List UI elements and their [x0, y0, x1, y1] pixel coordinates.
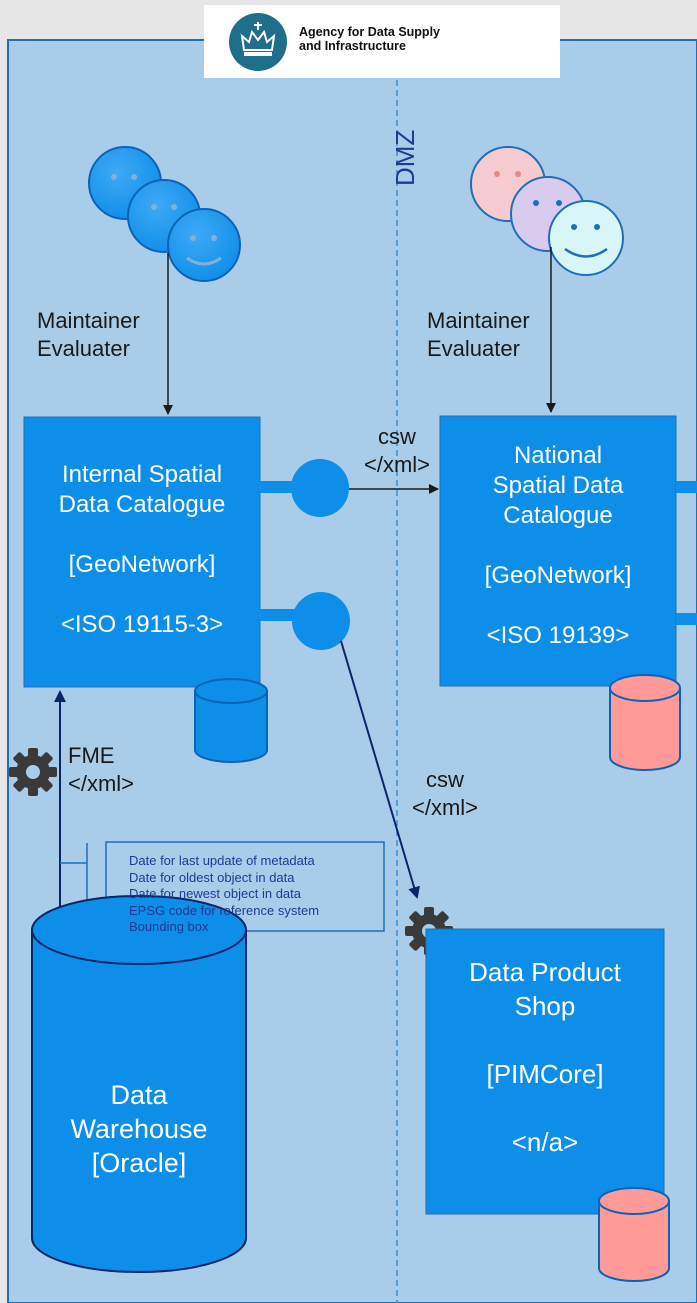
edge-label-csw-bottom: csw </xml> — [411, 767, 479, 820]
users-left-label: Maintainer Evaluater — [37, 308, 140, 361]
gear-icon — [9, 748, 57, 796]
internal-catalogue-box — [23, 416, 261, 688]
data-warehouse-cylinder — [31, 895, 247, 1273]
edge-label-csw-top: csw </xml> — [363, 424, 431, 477]
crown-icon — [229, 13, 287, 71]
internal-catalogue-label: Internal Spatial Data Catalogue [GeoNetw… — [58, 461, 226, 638]
smiley-group-left — [88, 146, 241, 282]
national-db-cylinder — [609, 674, 681, 771]
internal-db-cylinder — [194, 678, 268, 763]
edge-label-fme: FME </xml> — [68, 743, 135, 796]
national-catalogue-box — [439, 415, 677, 687]
data-product-shop-label: Data Product Shop [PIMCore] <n/a> — [469, 957, 621, 1157]
smiley-group-right — [470, 146, 624, 276]
interface-port-bottom — [292, 592, 350, 650]
interface-port-top — [291, 459, 349, 517]
agency-logo: Agency for Data Supply and Infrastructur… — [204, 5, 560, 78]
arrow-csw-internal-to-shop — [340, 640, 420, 899]
data-warehouse-label: Data Warehouse [Oracle] — [70, 1080, 208, 1178]
data-product-shop-box — [425, 928, 665, 1215]
logo-text: Agency for Data Supply and Infrastructur… — [299, 25, 440, 53]
shop-db-cylinder — [598, 1187, 670, 1282]
national-catalogue-label: National Spatial Data Catalogue [GeoNetw… — [484, 442, 632, 649]
dmz-label: DMZ — [390, 129, 420, 186]
metadata-note-text: Date for last update of metadata Date fo… — [129, 853, 320, 934]
users-right-label: Maintainer Evaluater — [427, 308, 530, 361]
